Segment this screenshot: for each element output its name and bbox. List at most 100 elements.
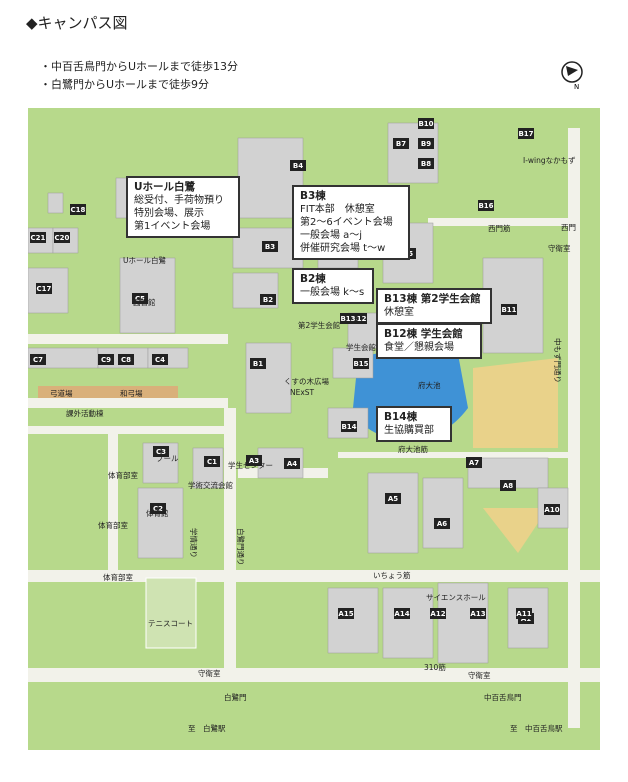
building-id-a14: A14	[394, 610, 409, 618]
building-badge	[338, 608, 354, 619]
map-label-library: 図書館	[133, 297, 156, 307]
map-label-guard-w: 守衛室	[548, 243, 571, 253]
map-label-uhall: Uホール白鷺	[123, 255, 166, 265]
building-badge	[501, 304, 517, 315]
building-badge	[54, 232, 70, 243]
building-id-c1: C1	[207, 458, 217, 466]
callout-line: 食堂／懇親会場	[384, 342, 454, 353]
building-id-c18: C18	[71, 206, 86, 214]
building-id-a4: A4	[287, 460, 297, 468]
map-label-second-center: 第2学生会館	[298, 320, 340, 330]
building-id-a5: A5	[388, 495, 398, 503]
map-label-gym-club1: 体育部室	[108, 470, 138, 480]
building-id-b4: B4	[293, 162, 303, 170]
map-label-kusunoki: くすの木広場	[284, 376, 329, 386]
building-id-a6: A6	[437, 520, 447, 528]
map-label-iwing: I-wingなかもず	[523, 155, 576, 165]
building-id-c3: C3	[156, 448, 166, 456]
building-badge	[290, 160, 306, 171]
callout-line: 休憩室	[384, 307, 414, 318]
map-label-shirasagimon: 白鷺門	[224, 692, 247, 702]
callout-b14: B14棟 生協購買部	[376, 406, 452, 442]
building-badge	[394, 608, 410, 619]
building-id-b8: B8	[421, 160, 431, 168]
building-badge	[340, 313, 356, 324]
building-id-c21: C21	[31, 234, 46, 242]
map-label-road310: 310筋	[424, 662, 446, 672]
map-label-nakamozumon: 中百舌鳥門	[484, 692, 522, 702]
building-badge	[544, 504, 560, 515]
building-badge	[385, 493, 401, 504]
building-badge	[70, 204, 86, 215]
building-badge	[153, 446, 169, 457]
callout-line: 総受付、手荷物預り	[134, 195, 224, 206]
callout-title: B3棟	[300, 190, 326, 202]
building-id-b11: B11	[501, 306, 516, 314]
callout-title: B2棟	[300, 273, 326, 285]
building-id-a7: A7	[469, 459, 479, 467]
page-title: ◆キャンパス図	[26, 14, 128, 32]
callout-line: 併催研究会場 t〜w	[300, 243, 386, 254]
map-label-archery: 和弓場	[120, 388, 143, 398]
map-label-pool: プール	[156, 454, 179, 463]
callout-b2: B2棟 一般会場 k〜s	[292, 268, 374, 304]
building-id-b2: B2	[263, 296, 273, 304]
callout-uhall: Uホール白鷺 総受付、手荷物預り 特別会場、展示 第1イベント会場	[126, 176, 240, 238]
building-id-c7: C7	[33, 356, 43, 364]
building-id-b15: B15	[353, 360, 368, 368]
building-badge	[466, 457, 482, 468]
building-id-c5: C5	[135, 295, 145, 303]
building-badge	[341, 421, 357, 432]
building-id-a12: A12	[430, 610, 445, 618]
map-label-guard-s: 守衛室	[198, 668, 221, 678]
access-list: 中百舌鳥門からUホールまで徒歩13分 白鷺門からUホールまで徒歩9分	[40, 58, 238, 94]
building-id-b10: B10	[418, 120, 433, 128]
building-id-b13: B13	[340, 315, 355, 323]
access-item: 中百舌鳥門からUホールまで徒歩13分	[40, 58, 238, 76]
map-label-gym-club3: 体育部室	[103, 572, 133, 582]
map-label-science-hall: サイエンスホール	[426, 593, 486, 602]
map-label-to-shirasagi: 至 白鷺駅	[188, 723, 226, 733]
callout-line: 第1イベント会場	[134, 221, 211, 232]
callout-line: 特別会場、展示	[134, 208, 204, 219]
campus-map: B4B5B6B7B8B9B10B11B12B13B14B15B16B17B1B2…	[28, 108, 600, 750]
building-badge	[36, 283, 52, 294]
callout-line: 生協購買部	[384, 425, 434, 436]
building-id-a13: A13	[470, 610, 485, 618]
building-id-a15: A15	[338, 610, 353, 618]
building-badge	[500, 480, 516, 491]
building-id-a8: A8	[503, 482, 513, 490]
building-id-b7: B7	[396, 140, 406, 148]
callout-line: 一般会場 a〜j	[300, 230, 363, 241]
building-badge	[132, 293, 148, 304]
building-badge	[204, 456, 220, 467]
building-badge	[430, 608, 446, 619]
map-label-student-hall: 学生会館	[346, 342, 376, 352]
callout-b12: B12棟 学生会館 食堂／懇親会場	[376, 323, 482, 359]
building-id-a10: A10	[544, 506, 559, 514]
building-badge	[470, 608, 486, 619]
map-label-shirasagimon-road: 白鷺門通り	[236, 528, 246, 566]
map-label-nishimon: 西門	[561, 223, 576, 232]
building-id-b17: B17	[518, 130, 533, 138]
building-badge	[30, 232, 46, 243]
callout-title: Uホール白鷺	[134, 181, 196, 193]
callout-line: FIT本部 休憩室	[300, 204, 375, 215]
building-badge	[516, 608, 532, 619]
map-label-nexst: NExST	[290, 388, 315, 397]
callout-line: 第2〜6イベント会場	[300, 217, 393, 228]
map-label-student-center: 学生センター	[228, 460, 273, 470]
map-label-pond-road: 府大池筋	[398, 444, 428, 454]
building-id-b12: B12	[351, 315, 366, 323]
building-badge	[118, 354, 134, 365]
building-id-c8: C8	[121, 356, 131, 364]
building-badge	[98, 354, 114, 365]
callout-b13: B13棟 第2学生会館 休憩室	[376, 288, 492, 324]
map-label-club: 課外活動棟	[66, 408, 104, 418]
access-item: 白鷺門からUホールまで徒歩9分	[40, 76, 238, 94]
building-badge	[434, 518, 450, 529]
building-badge	[246, 455, 262, 466]
map-label-gym-club2: 体育部室	[98, 520, 128, 530]
callout-b3: B3棟 FIT本部 休憩室 第2〜6イベント会場 一般会場 a〜j 併催研究会場…	[292, 185, 410, 260]
building-id-a3: A3	[249, 457, 259, 465]
